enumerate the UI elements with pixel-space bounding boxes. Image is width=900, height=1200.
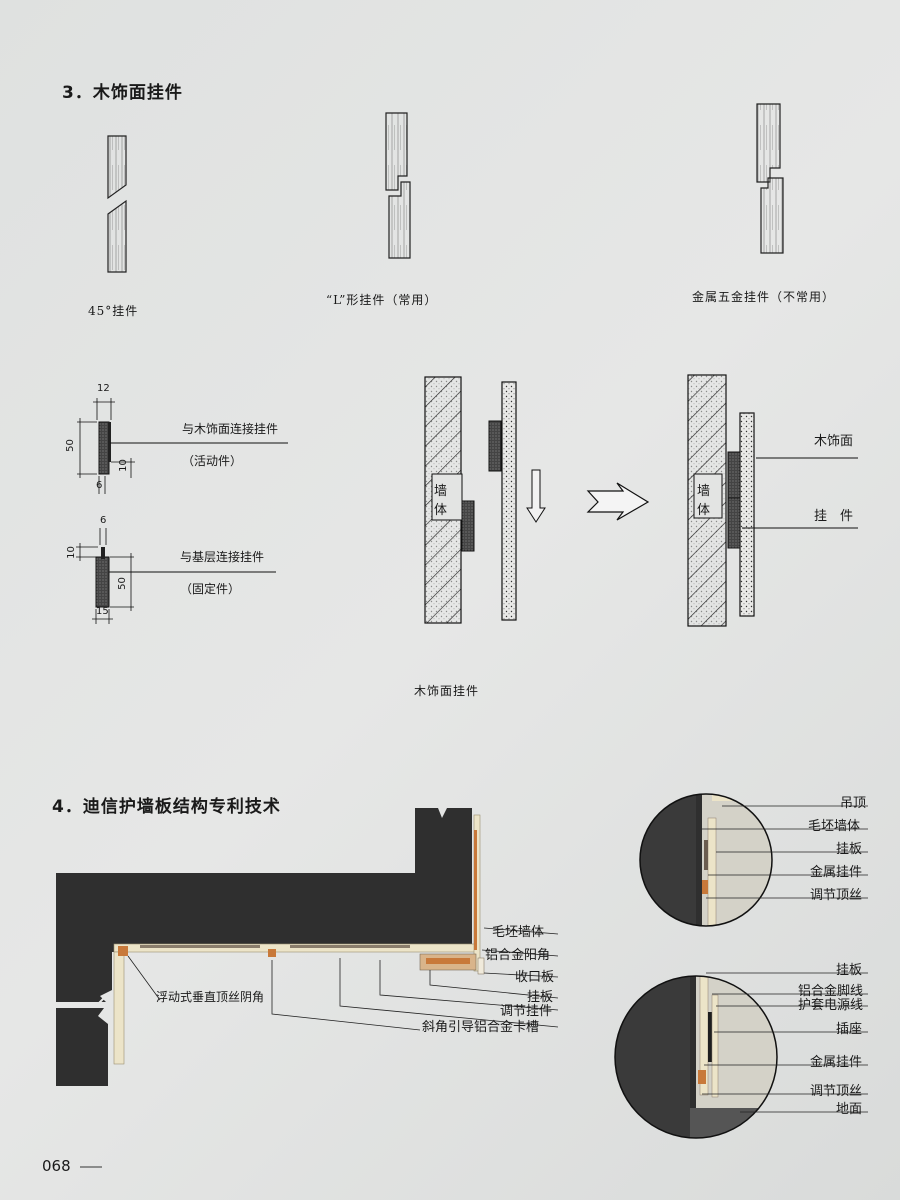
plan-label-fudong: 浮动式垂直顶丝阴角 [156, 990, 265, 1004]
dim-6-b: 6 [100, 515, 107, 526]
plan-wall [56, 808, 472, 1086]
label-veneer: 木饰面 [814, 434, 854, 449]
page-number: 068 [42, 1157, 71, 1175]
top-detail-circle [639, 793, 773, 927]
plan-label-lvhejin: 铝合金阳角 [485, 948, 551, 963]
dim-15: 15 [96, 606, 109, 617]
plan-label-tiaojie: 调节挂件 [500, 1004, 553, 1019]
top-label-maopi: 毛坯墙体 [808, 819, 861, 834]
label-hanger: 挂 件 [814, 509, 854, 524]
dim-12: 12 [97, 383, 110, 394]
plan-label-shoukou: 收口板 [515, 970, 555, 985]
bottom-label-jinshu: 金属挂件 [810, 1055, 863, 1070]
hanger-45-drawing [107, 135, 127, 273]
movable-part-drawing [77, 398, 288, 494]
bottom-label-dimian: 地面 [836, 1102, 863, 1117]
bottom-detail-leaders [702, 972, 868, 1113]
dim-6-a: 6 [96, 480, 103, 491]
top-label-tiaojie: 调节顶丝 [810, 888, 863, 903]
label-fixed-note: （固定件） [180, 582, 241, 596]
caption-veneer-hanger: 木饰面挂件 [414, 684, 480, 698]
label-wall-before: 墙体 [434, 484, 448, 518]
bottom-label-dianyuan: 护套电源线 [798, 998, 864, 1013]
transition-arrow [586, 482, 650, 521]
plan-label-xiejiao: 斜角引导铝合金卡槽 [422, 1020, 540, 1035]
bottom-label-jiaoxian: 铝合金脚线 [798, 984, 864, 999]
bottom-label-chazuo: 插座 [836, 1022, 863, 1037]
top-label-jinshu: 金属挂件 [810, 865, 863, 880]
caption-L-hanger: “L”形挂件（常用） [326, 293, 438, 307]
top-label-guaban: 挂板 [836, 842, 863, 857]
section4-title: 4．迪信护墙板结构专利技术 [52, 797, 281, 817]
top-label-diaoding: 吊顶 [840, 796, 867, 811]
label-movable-note: （活动件） [182, 454, 243, 468]
label-fixed: 与基层连接挂件 [180, 550, 265, 564]
plan-panels [113, 814, 485, 1065]
label-movable: 与木饰面连接挂件 [182, 422, 279, 436]
hanger-L-drawing [385, 112, 411, 259]
assembly-before-drawing [424, 376, 546, 624]
hanger-metal-drawing [756, 103, 784, 254]
bottom-detail-circle [614, 975, 778, 1139]
bottom-label-guaban: 挂板 [836, 963, 863, 978]
fixed-part-drawing [76, 528, 276, 624]
section3-title: 3．木饰面挂件 [62, 83, 183, 103]
bottom-label-tiaojie: 调节顶丝 [810, 1084, 863, 1099]
label-wall-after: 墙体 [697, 484, 711, 518]
caption-metal-hanger: 金属五金挂件（不常用） [692, 290, 836, 304]
plan-leaders [127, 927, 559, 1031]
assembly-after-drawing [687, 374, 858, 627]
top-detail-leaders [702, 805, 868, 899]
plan-label-maopi: 毛坯墙体 [492, 925, 545, 940]
plan-label-guaban: 挂板 [527, 990, 554, 1005]
caption-45-hanger: 45°挂件 [88, 304, 139, 318]
